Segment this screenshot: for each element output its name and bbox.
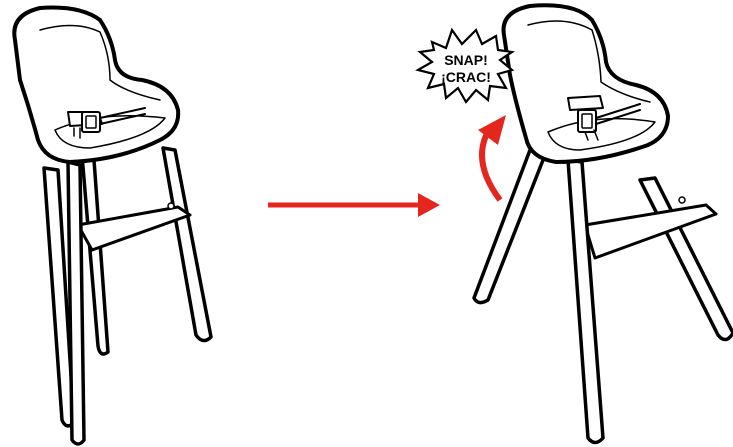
rotation-arrow [478,115,506,200]
snap-label-1: SNAP! [444,52,488,68]
rear-leg-right-after [640,178,733,340]
footrest-after [585,205,716,258]
front-leg-right [68,162,84,444]
direction-arrow [268,193,440,217]
high-chair-before [14,8,211,445]
rear-leg-right [163,148,211,341]
snap-label-2: ¡CRAC! [441,69,491,85]
snap-callout: SNAP! ¡CRAC! [418,30,512,102]
rear-leg-left [82,155,108,354]
front-leg-center-after [568,160,603,443]
